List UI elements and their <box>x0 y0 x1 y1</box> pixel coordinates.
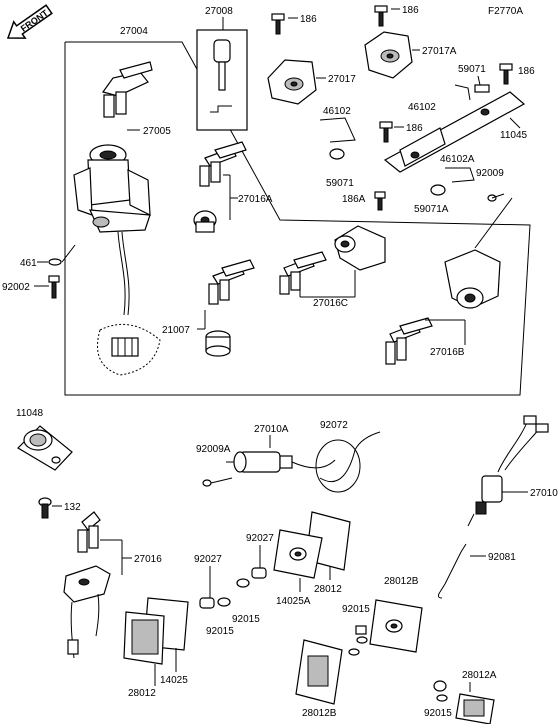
label-46102-b: 46102 <box>408 102 436 113</box>
bolt-92002 <box>48 275 60 299</box>
key-set-27016A <box>199 141 247 187</box>
label-92015-d: 92015 <box>424 708 452 719</box>
bracket-11048 <box>17 425 73 471</box>
reflector-28012B-a <box>369 599 423 653</box>
mount-bracket-11045 <box>383 91 526 173</box>
label-11045: 11045 <box>500 130 528 141</box>
label-132: 132 <box>64 502 81 513</box>
bolt-186-c <box>499 63 513 85</box>
key-set-27016C <box>279 251 327 295</box>
label-186-a: 186 <box>300 14 317 25</box>
label-59071: 59071 <box>458 64 486 75</box>
washer-92015-c <box>348 625 368 656</box>
front-arrow-icon: FRONT <box>6 4 53 39</box>
label-27008: 27008 <box>205 6 233 17</box>
reflector-14025A <box>273 511 351 579</box>
bolt-186A <box>374 191 386 211</box>
label-186-d: 186 <box>406 123 423 134</box>
clip-59071 <box>474 84 490 93</box>
label-27005: 27005 <box>143 126 171 137</box>
lock-housing-27016B <box>444 249 501 309</box>
label-92027-a: 92027 <box>194 554 222 565</box>
washer-461 <box>48 258 62 266</box>
spring-92081 <box>439 543 467 593</box>
label-27017A: 27017A <box>422 46 457 57</box>
label-28012A: 28012A <box>462 670 497 681</box>
label-27016C: 27016C <box>313 298 348 309</box>
label-27017: 27017 <box>328 74 356 85</box>
label-27016B: 27016B <box>430 347 465 358</box>
label-27010: 27010 <box>530 488 558 499</box>
washer-92015-d <box>433 680 448 702</box>
wire-clip-46102 <box>319 117 356 143</box>
lock-housing-27016C <box>334 225 386 271</box>
screw-92009 <box>487 193 505 202</box>
clip-59071-b <box>329 148 345 160</box>
key-set-21007 <box>208 259 255 305</box>
padlock-27016 <box>63 565 111 659</box>
label-21007: 21007 <box>162 325 190 336</box>
bracket-27017A <box>364 31 413 79</box>
label-27016A: 27016A <box>238 194 273 205</box>
reference-code: F2770A <box>488 6 523 17</box>
label-28012B-b: 28012B <box>302 708 337 719</box>
label-14025A: 14025A <box>276 596 311 607</box>
reflector-28012A <box>455 693 495 724</box>
bolt-132 <box>38 497 52 519</box>
label-14025: 14025 <box>160 675 188 686</box>
label-92027-b: 92027 <box>246 533 274 544</box>
label-186A: 186A <box>342 194 366 205</box>
spacer-92027-a <box>199 597 215 609</box>
reflector-28012B-b <box>295 639 343 705</box>
label-59071A: 59071A <box>414 204 449 215</box>
cap-21007 <box>205 330 231 357</box>
label-46102A: 46102A <box>440 154 475 165</box>
label-27016: 27016 <box>134 554 162 565</box>
kit-boundary-outline <box>64 41 531 396</box>
bolt-186-b <box>374 5 388 27</box>
bolt-186-d <box>379 121 393 143</box>
bolt-186-a <box>271 13 285 35</box>
spacer-92027-b <box>251 567 267 579</box>
ignition-key-27005 <box>102 61 153 118</box>
label-92081: 92081 <box>488 552 516 563</box>
label-92072: 92072 <box>320 420 348 431</box>
wire-92072 <box>291 459 336 469</box>
label-461: 461 <box>20 258 37 269</box>
label-92009: 92009 <box>476 168 504 179</box>
label-27004: 27004 <box>120 26 148 37</box>
switch-27010A <box>226 451 293 473</box>
ignition-wire-harness <box>117 231 126 316</box>
label-92015-c: 92015 <box>342 604 370 615</box>
label-46102-a: 46102 <box>323 106 351 117</box>
label-28012B-a: 28012B <box>384 576 419 587</box>
label-186-c: 186 <box>518 66 535 77</box>
key-silhouette-icon <box>210 39 232 113</box>
lock-cylinder-27016A <box>193 210 217 233</box>
label-11048: 11048 <box>16 408 44 419</box>
label-92015-b: 92015 <box>206 626 234 637</box>
ignition-switch-body <box>73 144 151 233</box>
key-set-27016 <box>77 511 101 553</box>
reflector-14025 <box>123 597 189 665</box>
wire-clip-46102A <box>445 167 475 183</box>
clip-59071A <box>430 184 446 196</box>
label-27010A: 27010A <box>254 424 289 435</box>
label-28012-b: 28012 <box>314 584 342 595</box>
label-92002: 92002 <box>2 282 30 293</box>
label-28012-a: 28012 <box>128 688 156 699</box>
washer-92015-b <box>236 578 250 588</box>
screw-92009A <box>202 477 233 487</box>
key-set-27016B <box>385 317 433 365</box>
label-59071-b: 59071 <box>326 178 354 189</box>
washer-92015-a <box>217 597 231 607</box>
label-92009A: 92009A <box>196 444 231 455</box>
switch-27010 <box>467 415 549 527</box>
bracket-27017 <box>267 59 317 105</box>
label-186-b: 186 <box>402 5 419 16</box>
label-92015-a: 92015 <box>232 614 260 625</box>
